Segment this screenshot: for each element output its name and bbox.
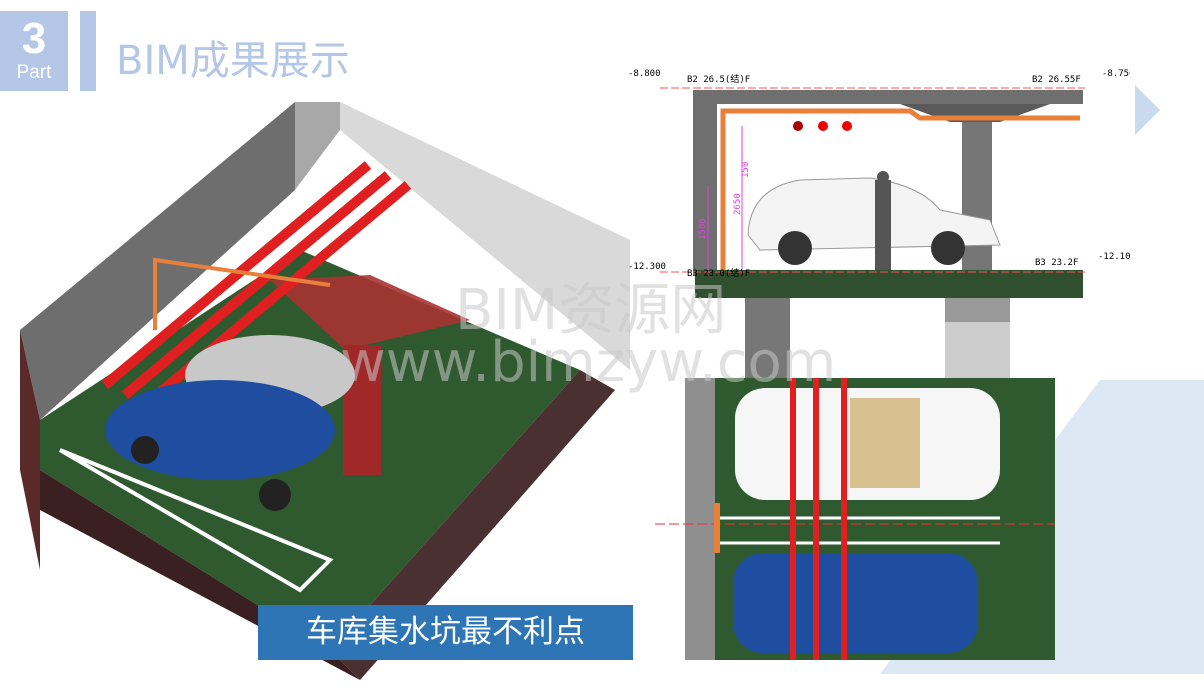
part-badge: 3 Part bbox=[0, 11, 68, 91]
column-base bbox=[945, 298, 1010, 378]
elev-top-left: -8.800 bbox=[628, 69, 661, 79]
plan-drawing bbox=[655, 378, 1055, 660]
level-top-right: B2 26.55F bbox=[1032, 75, 1081, 85]
part-number: 3 bbox=[21, 14, 47, 63]
level-bottom-right: B3 23.2F bbox=[1035, 258, 1078, 268]
garage-3d-view bbox=[20, 102, 630, 680]
section-drawing: -8.800 B2 26.5(结)F B2 26.55F -8.750 -12.… bbox=[628, 69, 1130, 298]
dim-1500: 1500 bbox=[698, 218, 708, 240]
title-accent-bar bbox=[80, 11, 96, 91]
elev-top-right: -8.750 bbox=[1102, 69, 1130, 79]
level-bottom-left: B3 23.0(结)F bbox=[687, 267, 750, 279]
elev-bottom-left: -12.300 bbox=[628, 262, 666, 272]
caption-label: 车库集水坑最不利点 bbox=[258, 605, 633, 660]
dim-2650: 2650 bbox=[733, 193, 743, 215]
level-top-left: B2 26.5(结)F bbox=[687, 73, 750, 85]
page-title: BIM成果展示 bbox=[116, 38, 350, 84]
sump-pit bbox=[745, 298, 790, 378]
elev-bottom-right: -12.100 bbox=[1098, 252, 1130, 262]
dim-150: 150 bbox=[741, 162, 751, 178]
part-label: Part bbox=[16, 62, 52, 83]
